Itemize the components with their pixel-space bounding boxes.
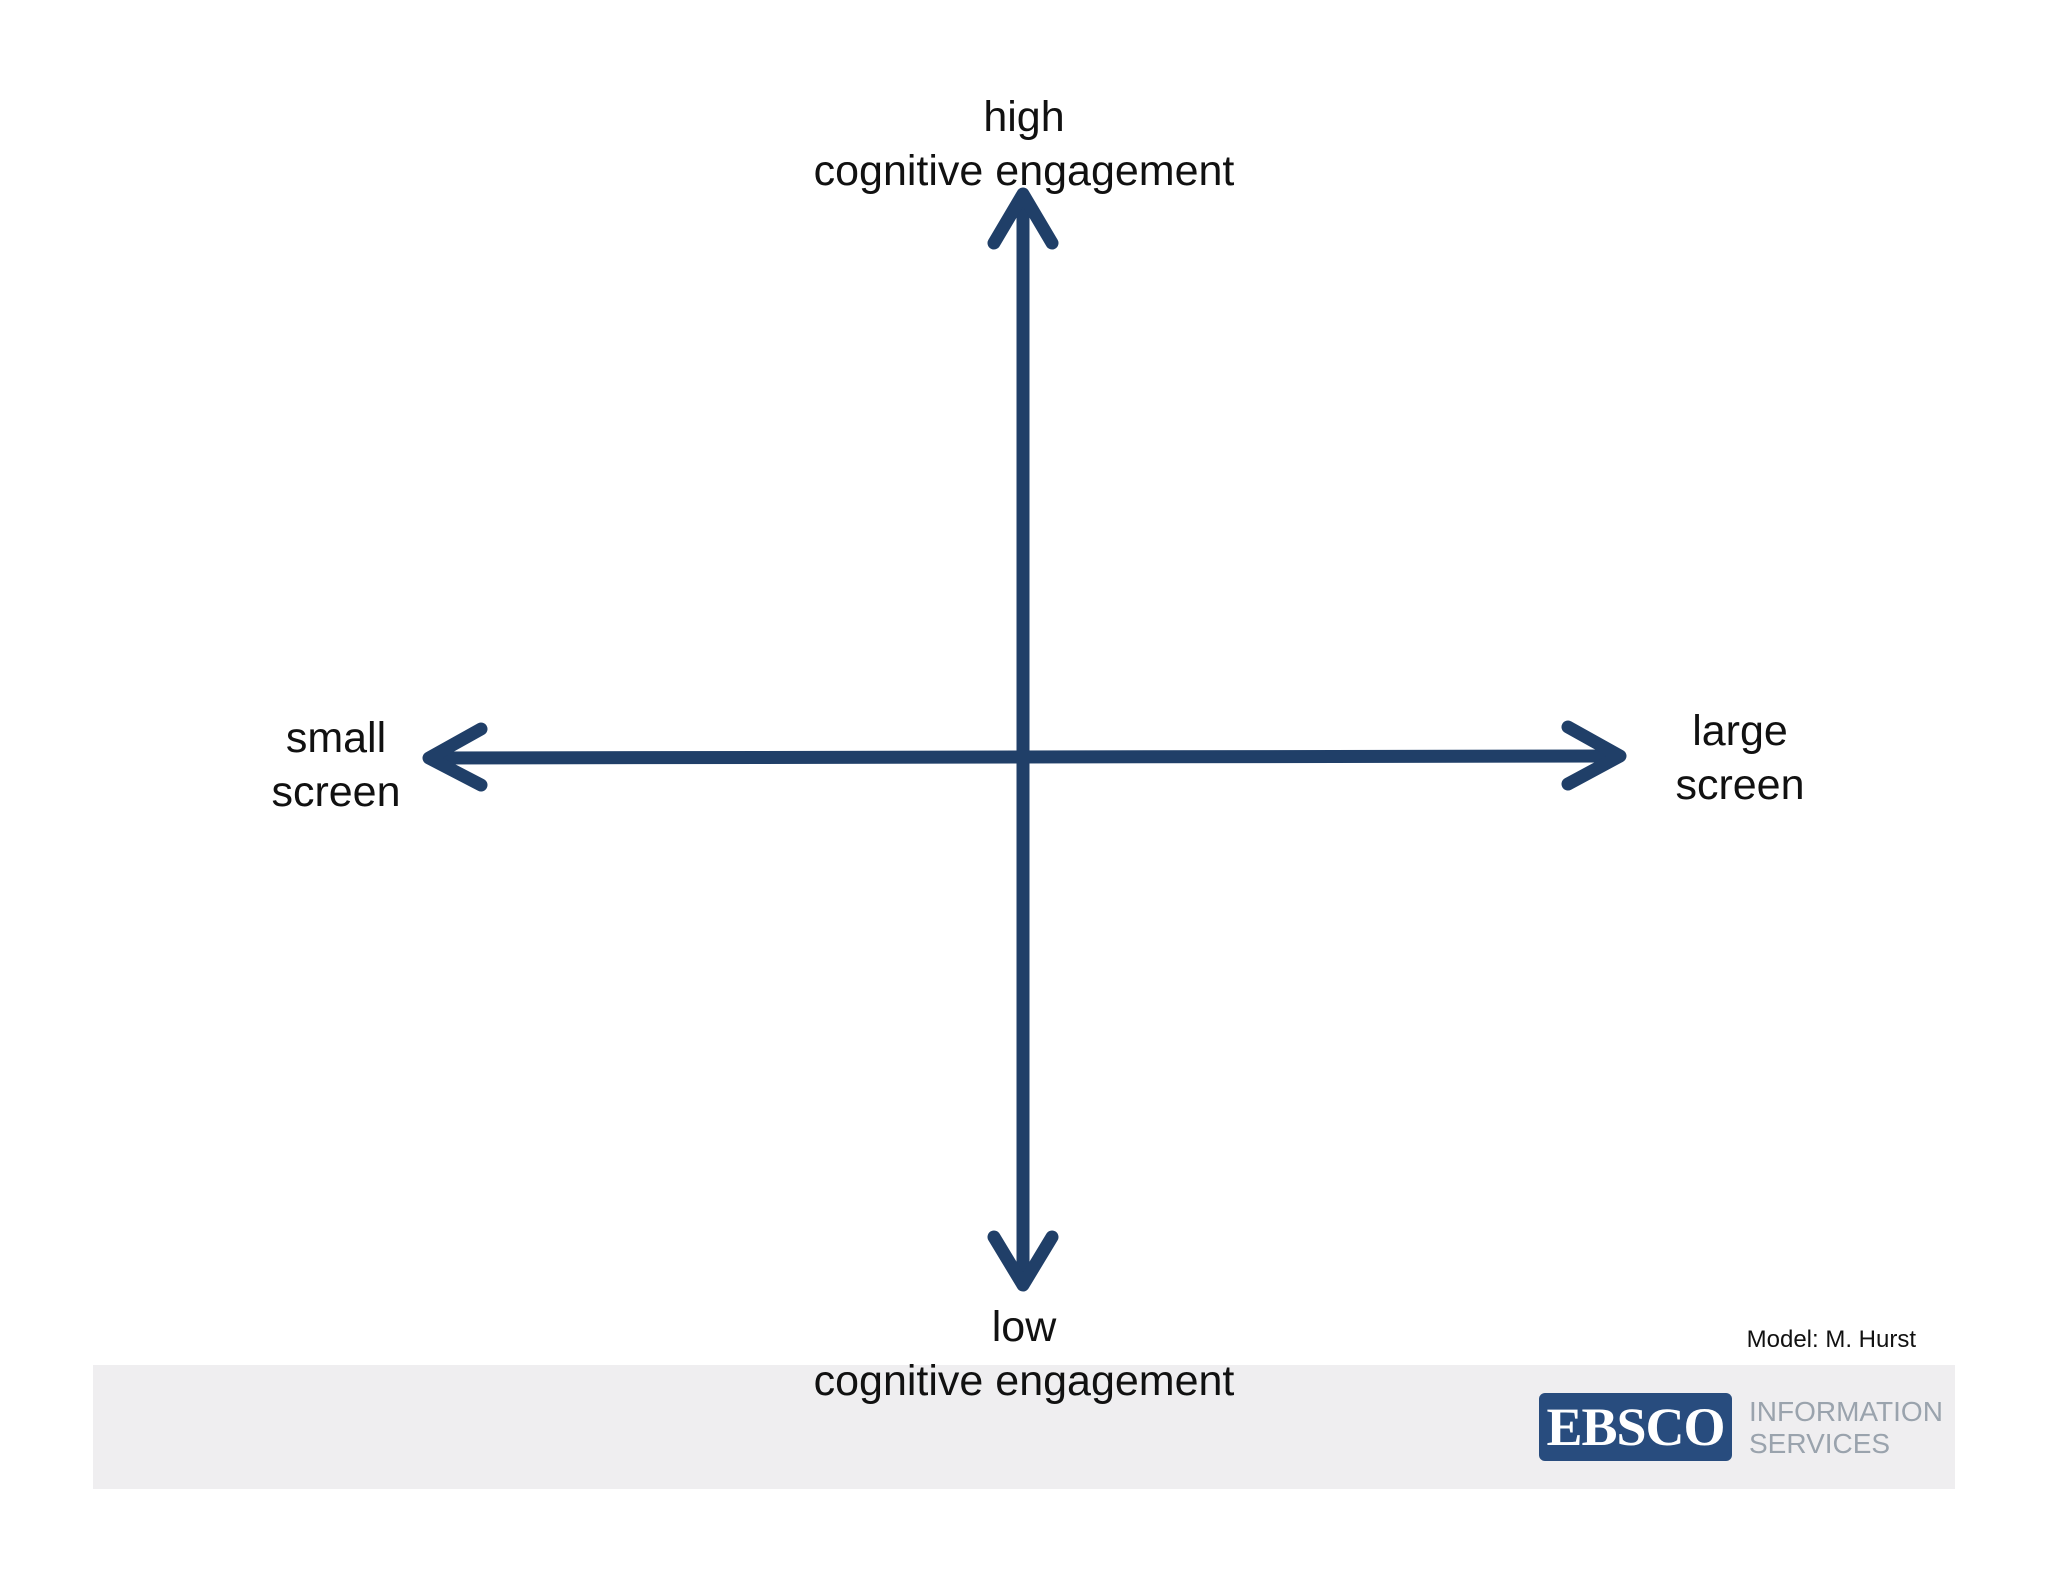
- horizontal-axis-line: [423, 749, 1623, 765]
- information-services-label: INFORMATION SERVICES: [1749, 1396, 1943, 1459]
- high-engagement-label: high cognitive engagement: [813, 93, 1235, 195]
- down-arrowhead: [987, 1230, 1059, 1292]
- right-arrowhead: [1561, 720, 1627, 791]
- up-arrowhead: [987, 187, 1059, 250]
- left-arrowhead: [422, 722, 488, 792]
- low-engagement-label: low cognitive engagement: [813, 1303, 1235, 1405]
- large-screen-label: large screen: [1675, 707, 1805, 809]
- small-screen-label: small screen: [271, 714, 401, 816]
- ebsco-logo: EBSCO: [1539, 1393, 1732, 1461]
- model-credit: Model: M. Hurst: [1746, 1326, 1916, 1353]
